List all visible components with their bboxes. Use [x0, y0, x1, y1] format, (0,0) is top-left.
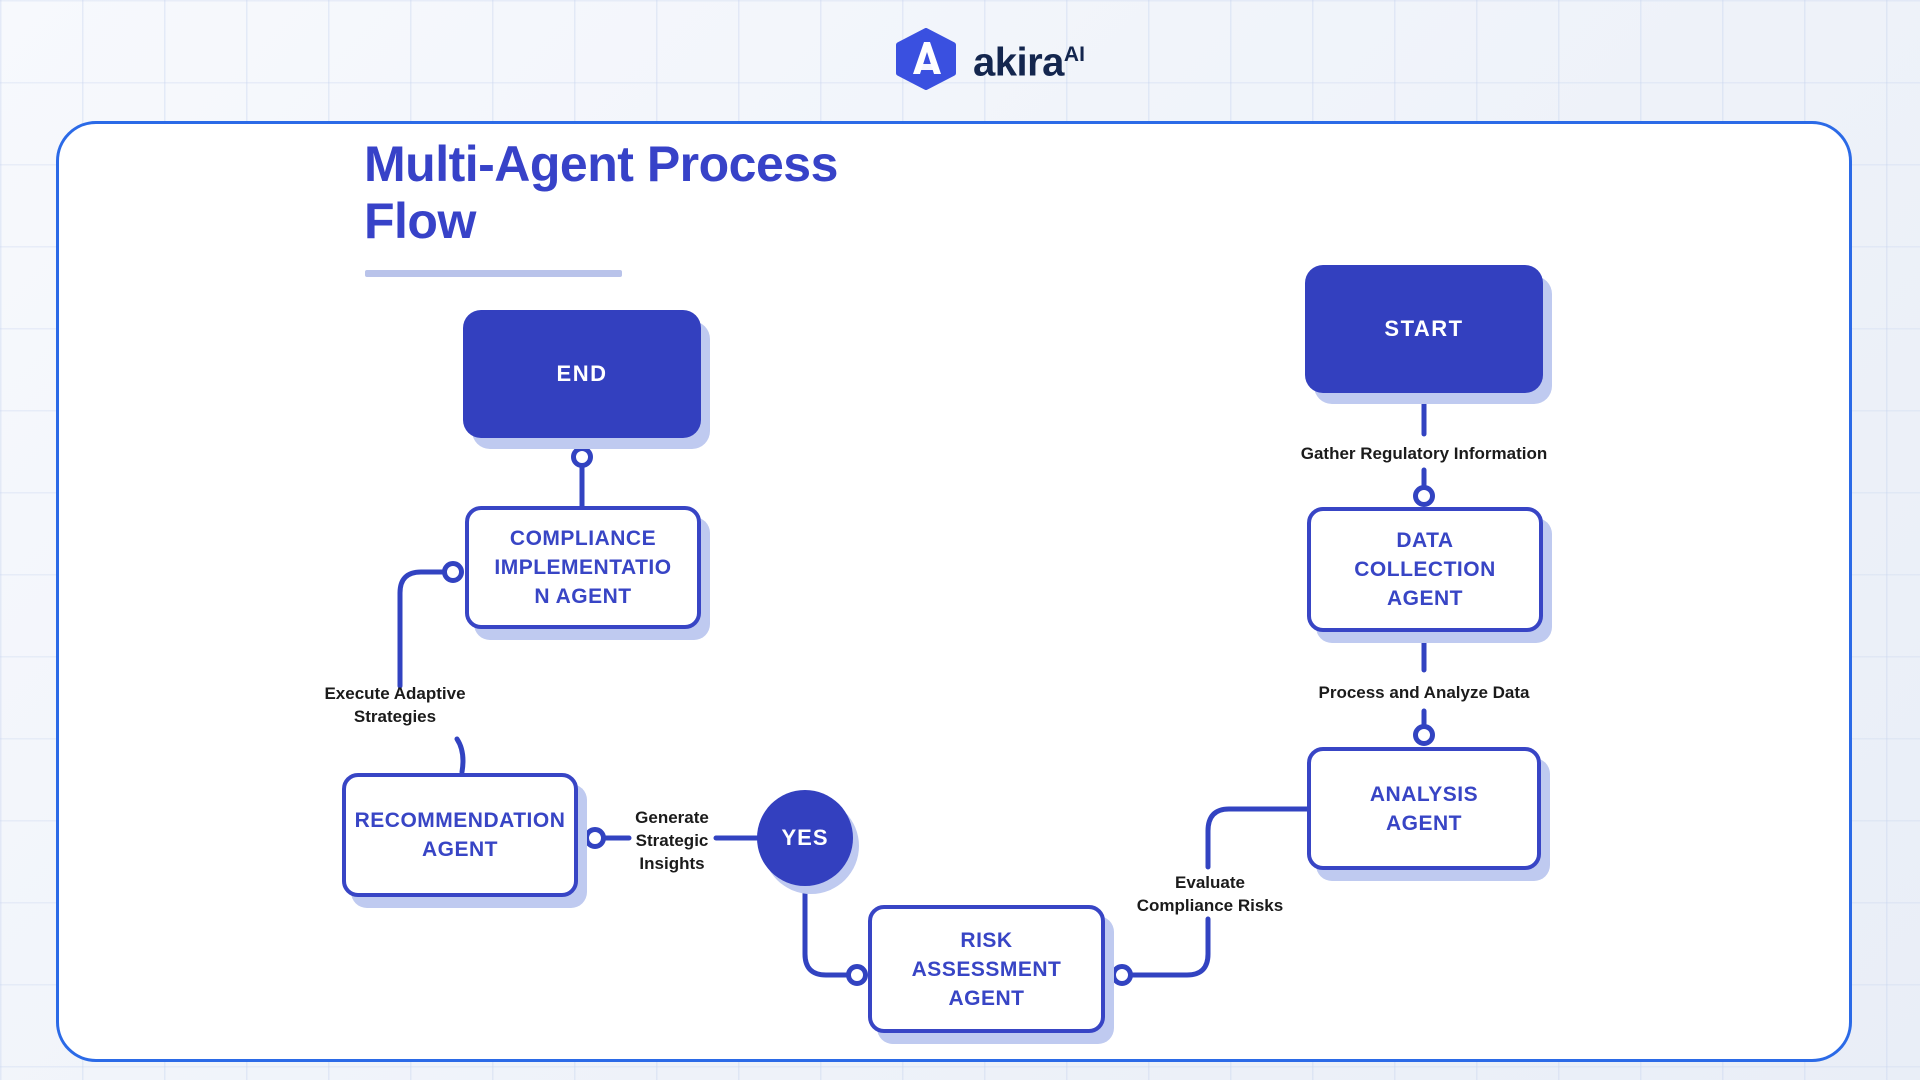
node-label-line: COMPLIANCE — [509, 527, 657, 550]
edge-label-line: Insights — [639, 854, 705, 873]
edge-label-gather-regulatory-information: Gather Regulatory Information — [1264, 442, 1584, 465]
node-label-line: DATA — [1396, 529, 1454, 552]
node-analysis-agent: ANALYSIS AGENT — [1307, 747, 1541, 870]
node-end-label: END — [556, 361, 608, 386]
node-label-line: RECOMMENDATION — [354, 809, 566, 832]
node-end: END — [463, 310, 701, 438]
page-title-line2: Flow — [364, 193, 476, 249]
node-label-line: AGENT — [1387, 587, 1463, 610]
edge-label-line: Evaluate — [1175, 873, 1245, 892]
edge-label-line: Compliance Risks — [1136, 896, 1284, 915]
brand-wordmark: akiraAI — [973, 24, 1085, 93]
node-risk-assessment-agent: RISK ASSESSMENT AGENT — [868, 905, 1105, 1033]
node-recommendation-agent: RECOMMENDATION AGENT — [342, 773, 578, 897]
edge-label-execute-adaptive-strategies: Execute Adaptive Strategies — [295, 682, 495, 728]
edge-label-line: Strategies — [353, 707, 437, 726]
node-data-collection-agent: DATA COLLECTION AGENT — [1307, 507, 1543, 632]
node-yes-decision: YES — [757, 790, 853, 886]
node-compliance-implementation-agent: COMPLIANCE IMPLEMENTATIO N AGENT — [465, 506, 701, 629]
edge-label-process-and-analyze-data: Process and Analyze Data — [1274, 681, 1574, 704]
page-title-line1: Multi-Agent Process — [364, 136, 838, 192]
brand-header: akiraAI — [893, 24, 1085, 93]
node-label-line: IMPLEMENTATIO — [494, 556, 672, 579]
node-label-line: AGENT — [948, 986, 1025, 1010]
page-title: Multi-Agent Process Flow — [364, 136, 838, 250]
edge-label-line: Gather Regulatory Information — [1300, 444, 1548, 463]
node-yes-label: YES — [781, 825, 829, 850]
node-label-line: AGENT — [1386, 811, 1462, 835]
edge-label-line: Generate — [635, 808, 709, 827]
brand-suffix: AI — [1063, 43, 1085, 66]
node-label-line: ASSESSMENT — [911, 957, 1062, 981]
node-start: START — [1305, 265, 1543, 393]
node-start-label: START — [1384, 316, 1464, 341]
node-label-line: RISK — [960, 928, 1013, 952]
edge-label-line: Execute Adaptive — [324, 684, 466, 703]
node-label-line: AGENT — [422, 838, 498, 861]
node-label-line: ANALYSIS — [1369, 782, 1479, 806]
akira-logo-icon — [896, 27, 956, 90]
title-underline — [365, 270, 622, 277]
edge-label-generate-strategic-insights: Generate Strategic Insights — [602, 806, 742, 875]
node-label-line: N AGENT — [534, 585, 632, 608]
edge-label-line: Strategic — [635, 831, 709, 850]
node-label-line: COLLECTION — [1354, 558, 1496, 581]
brand-name: akira — [973, 40, 1064, 85]
edge-label-line: Process and Analyze Data — [1318, 683, 1530, 702]
edge-label-evaluate-compliance-risks: Evaluate Compliance Risks — [1110, 871, 1310, 917]
